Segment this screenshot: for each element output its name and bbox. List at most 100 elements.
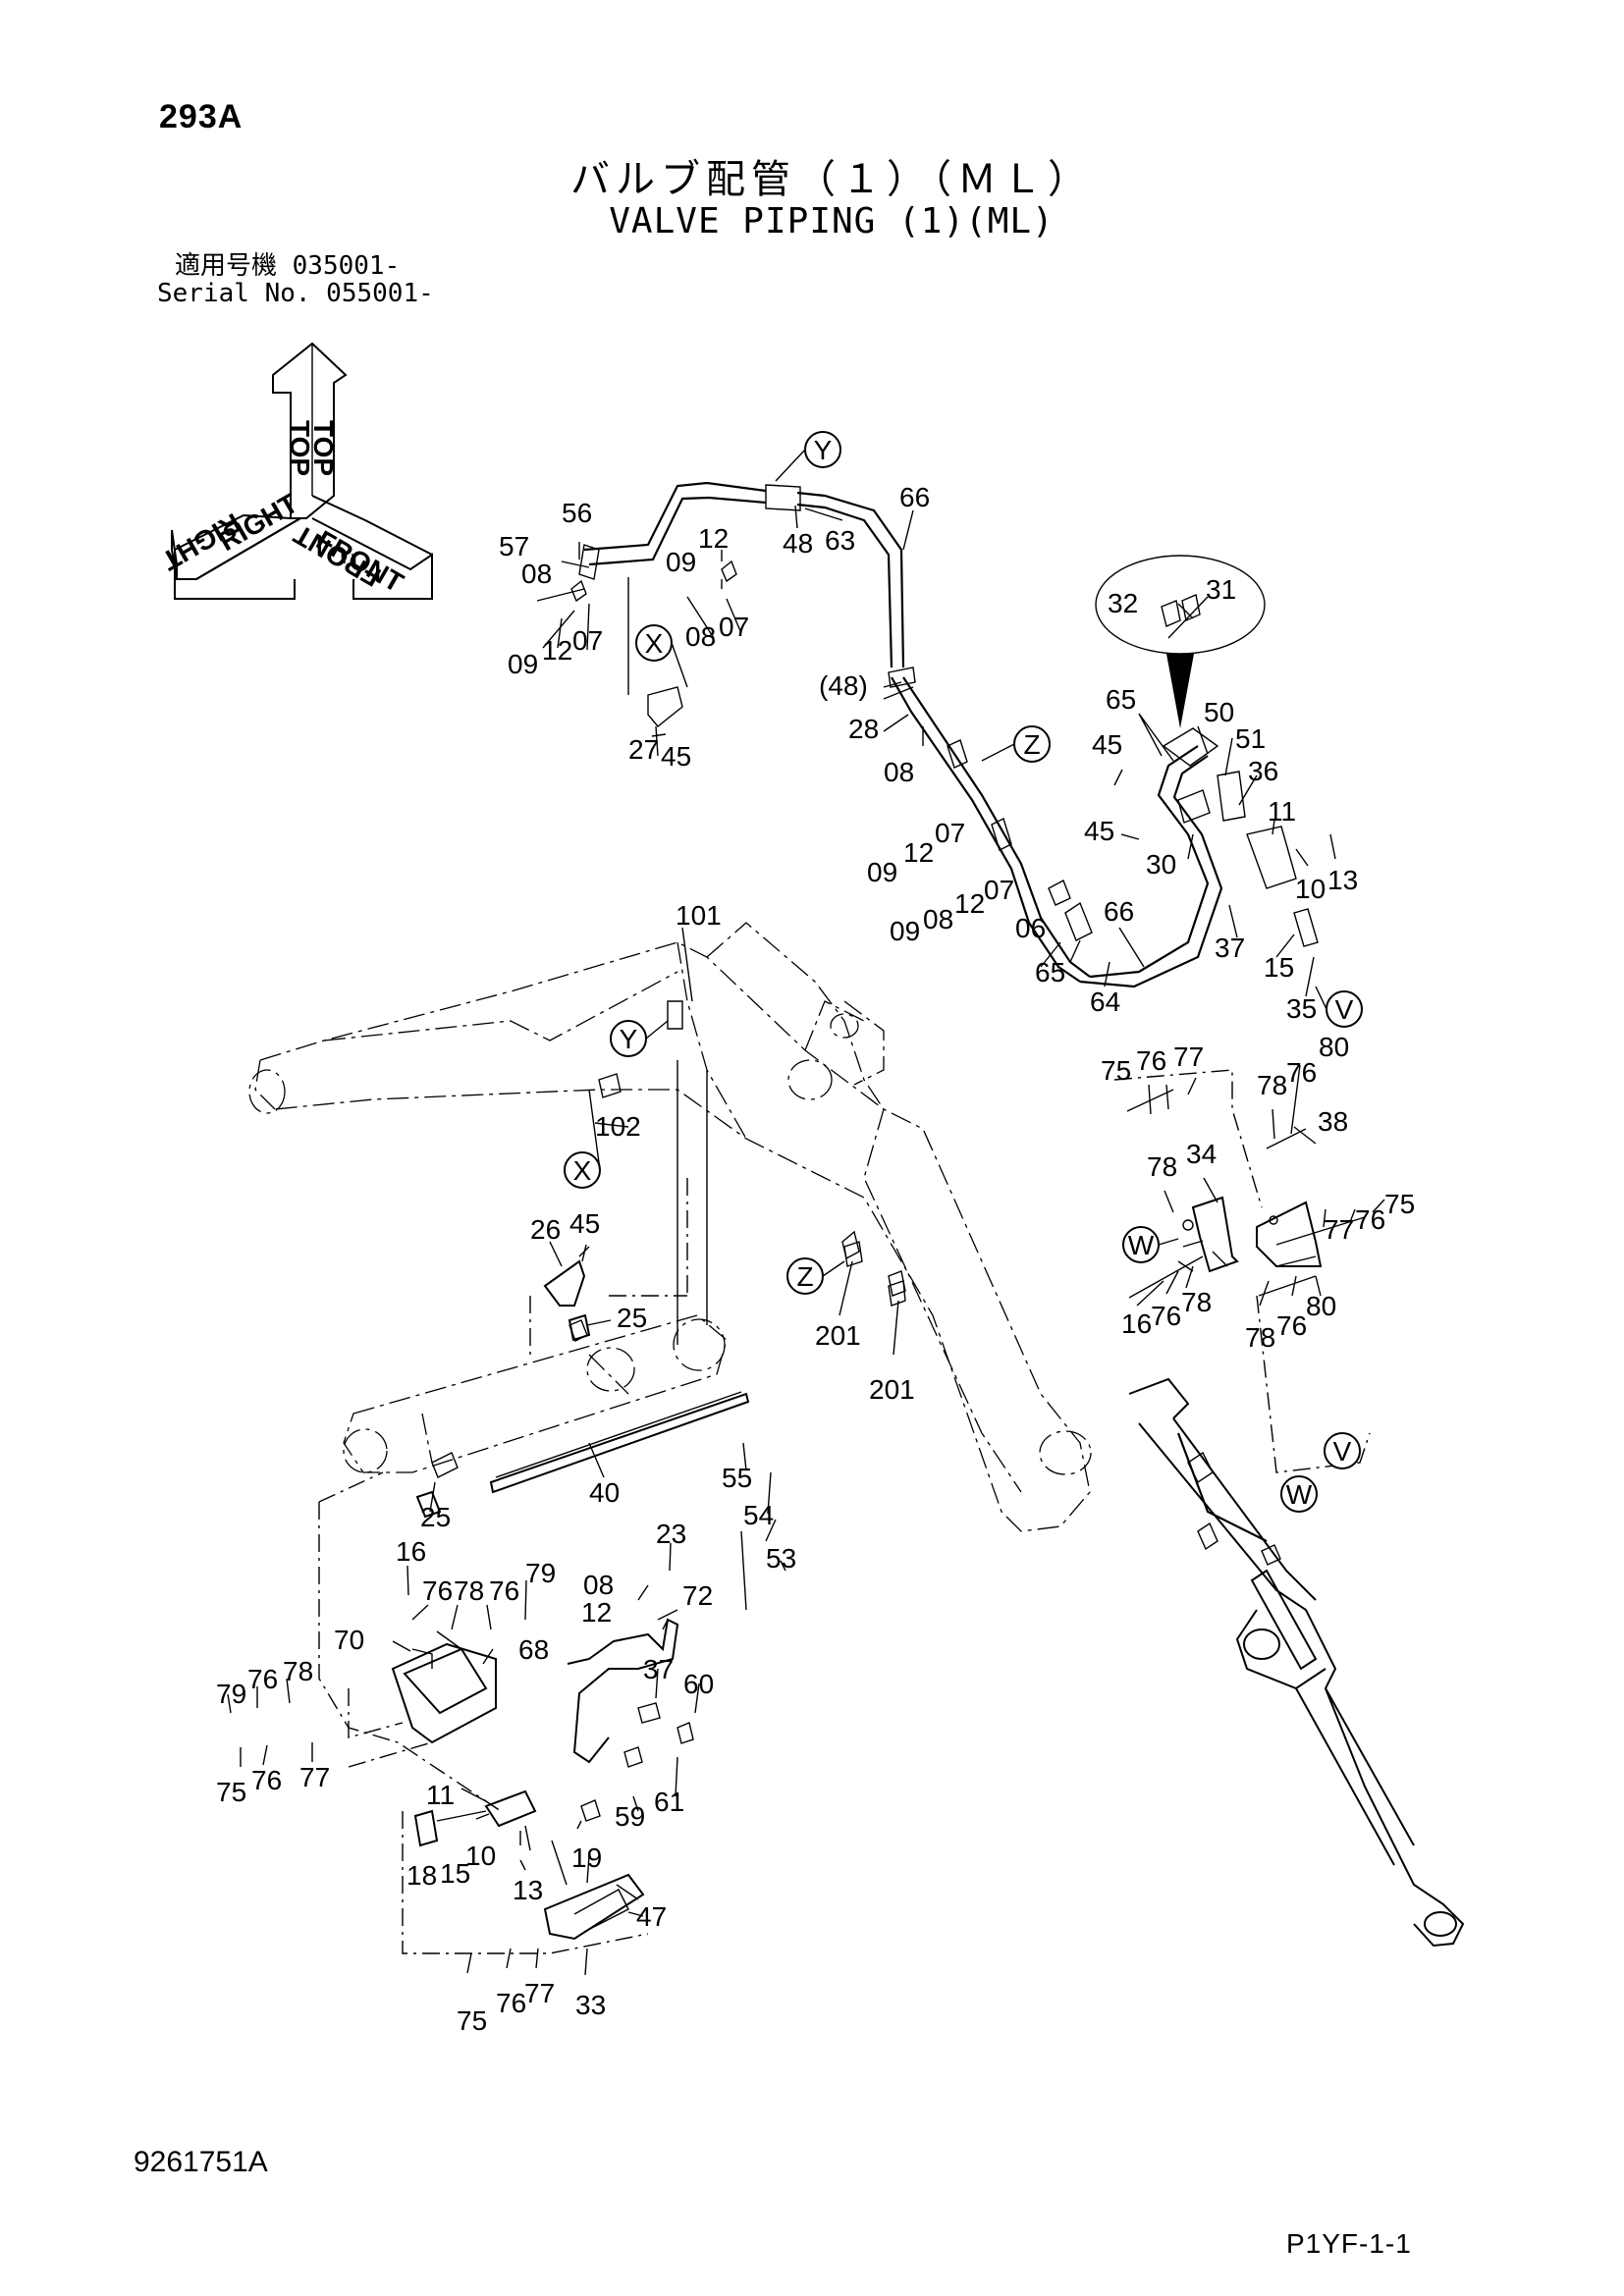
callout-37: 37: [643, 1654, 674, 1684]
callout-45: 45: [1084, 816, 1114, 846]
callout-08: 08: [521, 559, 552, 589]
callout-76: 76: [1151, 1301, 1181, 1331]
callout-64: 64: [1090, 987, 1120, 1017]
callout-47: 47: [636, 1901, 667, 1932]
callout-45: 45: [569, 1208, 600, 1239]
callout-12: 12: [903, 837, 934, 868]
detail-balloon: [1095, 555, 1266, 728]
callout-40: 40: [589, 1477, 620, 1508]
callout-48-ref: (48): [819, 670, 868, 701]
callout-09: 09: [867, 857, 897, 887]
callout-28: 28: [848, 714, 879, 744]
callout-16: 16: [396, 1536, 426, 1567]
callout-25: 25: [617, 1303, 647, 1333]
callout-76: 76: [422, 1575, 453, 1606]
callout-09: 09: [508, 649, 538, 679]
boom-main: [248, 922, 1092, 1532]
callout-07: 07: [935, 818, 965, 848]
callout-75: 75: [216, 1777, 246, 1807]
callout-08: 08: [583, 1570, 614, 1600]
view-marker-w-arm: W: [1286, 1479, 1313, 1510]
callout-labels: 56 57 08 09 12 07 09 12 08 07 27 45 48 6…: [216, 482, 1415, 2036]
callout-77: 77: [1173, 1041, 1204, 1072]
callout-68: 68: [518, 1634, 549, 1665]
callout-80: 80: [1306, 1291, 1336, 1321]
callout-10: 10: [1295, 874, 1326, 904]
reference-code: P1YF-1-1: [1286, 2228, 1412, 2259]
view-markers: Y X Z V W Y X Z V W: [564, 431, 1363, 1513]
callout-13: 13: [513, 1875, 543, 1905]
callout-55: 55: [722, 1463, 752, 1493]
callout-07: 07: [572, 625, 603, 656]
callout-76: 76: [251, 1765, 282, 1795]
callout-77: 77: [524, 1978, 555, 2008]
callout-45: 45: [661, 741, 691, 772]
callout-76: 76: [1276, 1310, 1307, 1341]
callout-12: 12: [698, 523, 729, 554]
callout-37: 37: [1215, 933, 1245, 963]
callout-56: 56: [562, 498, 592, 528]
callout-50: 50: [1204, 697, 1234, 727]
callout-75: 75: [457, 2005, 487, 2036]
callout-23: 23: [656, 1519, 686, 1549]
callout-70: 70: [334, 1625, 364, 1655]
bracket-group-boom: [529, 1178, 906, 1355]
callout-63: 63: [825, 525, 855, 556]
callout-15: 15: [440, 1858, 470, 1889]
callout-26: 26: [530, 1214, 561, 1245]
serial-number: Serial No. 055001-: [157, 279, 434, 308]
callout-25: 25: [420, 1502, 451, 1532]
callout-78: 78: [1245, 1322, 1275, 1353]
view-marker-y-top: Y: [814, 435, 833, 465]
callout-08: 08: [923, 904, 953, 934]
callout-76: 76: [1136, 1045, 1166, 1076]
drawing-number: 9261751A: [134, 2146, 268, 2178]
callout-10: 10: [465, 1841, 496, 1871]
callout-80: 80: [1319, 1032, 1349, 1062]
callout-06: 06: [1015, 913, 1046, 943]
view-marker-y-boom: Y: [620, 1024, 638, 1054]
callout-53: 53: [766, 1543, 796, 1574]
callout-45: 45: [1092, 729, 1122, 760]
callout-78: 78: [1147, 1151, 1177, 1182]
callout-76: 76: [489, 1575, 519, 1606]
view-marker-w-mid: W: [1128, 1230, 1155, 1260]
orientation-top-label-1: TOP: [308, 420, 339, 476]
callout-12: 12: [542, 635, 572, 666]
page-id: 293A: [159, 98, 244, 135]
callout-31: 31: [1206, 574, 1236, 605]
callout-72: 72: [682, 1580, 713, 1611]
callout-33: 33: [575, 1990, 606, 2020]
callout-12: 12: [954, 888, 985, 919]
callout-59: 59: [615, 1801, 645, 1832]
callout-08: 08: [884, 757, 914, 787]
callout-12: 12: [581, 1597, 612, 1628]
callout-77: 77: [299, 1762, 330, 1792]
serial-applicable-jp: 適用号機 035001-: [175, 251, 401, 281]
callout-101: 101: [676, 900, 722, 931]
callout-18: 18: [406, 1860, 437, 1891]
view-marker-v-top: V: [1335, 994, 1354, 1025]
callout-201: 201: [815, 1320, 861, 1351]
callout-16: 16: [1121, 1308, 1152, 1339]
boom-cylinder: [343, 1314, 750, 1494]
callout-15: 15: [1264, 952, 1294, 983]
callout-78: 78: [454, 1575, 484, 1606]
callout-57: 57: [499, 531, 529, 561]
callout-76: 76: [247, 1664, 278, 1694]
view-marker-z-top: Z: [1023, 729, 1040, 760]
callout-13: 13: [1327, 865, 1358, 895]
callout-77: 77: [1324, 1214, 1354, 1245]
callout-79: 79: [216, 1679, 246, 1709]
callout-32: 32: [1108, 588, 1138, 618]
arm-assembly: [1128, 1377, 1465, 1948]
callout-09: 09: [890, 916, 920, 946]
callout-36: 36: [1248, 756, 1278, 786]
callout-48: 48: [783, 528, 813, 559]
callout-75: 75: [1101, 1055, 1131, 1086]
view-marker-x-boom: X: [573, 1155, 592, 1186]
callout-30: 30: [1146, 849, 1176, 880]
callout-78: 78: [1181, 1287, 1212, 1317]
callout-34: 34: [1186, 1139, 1217, 1169]
